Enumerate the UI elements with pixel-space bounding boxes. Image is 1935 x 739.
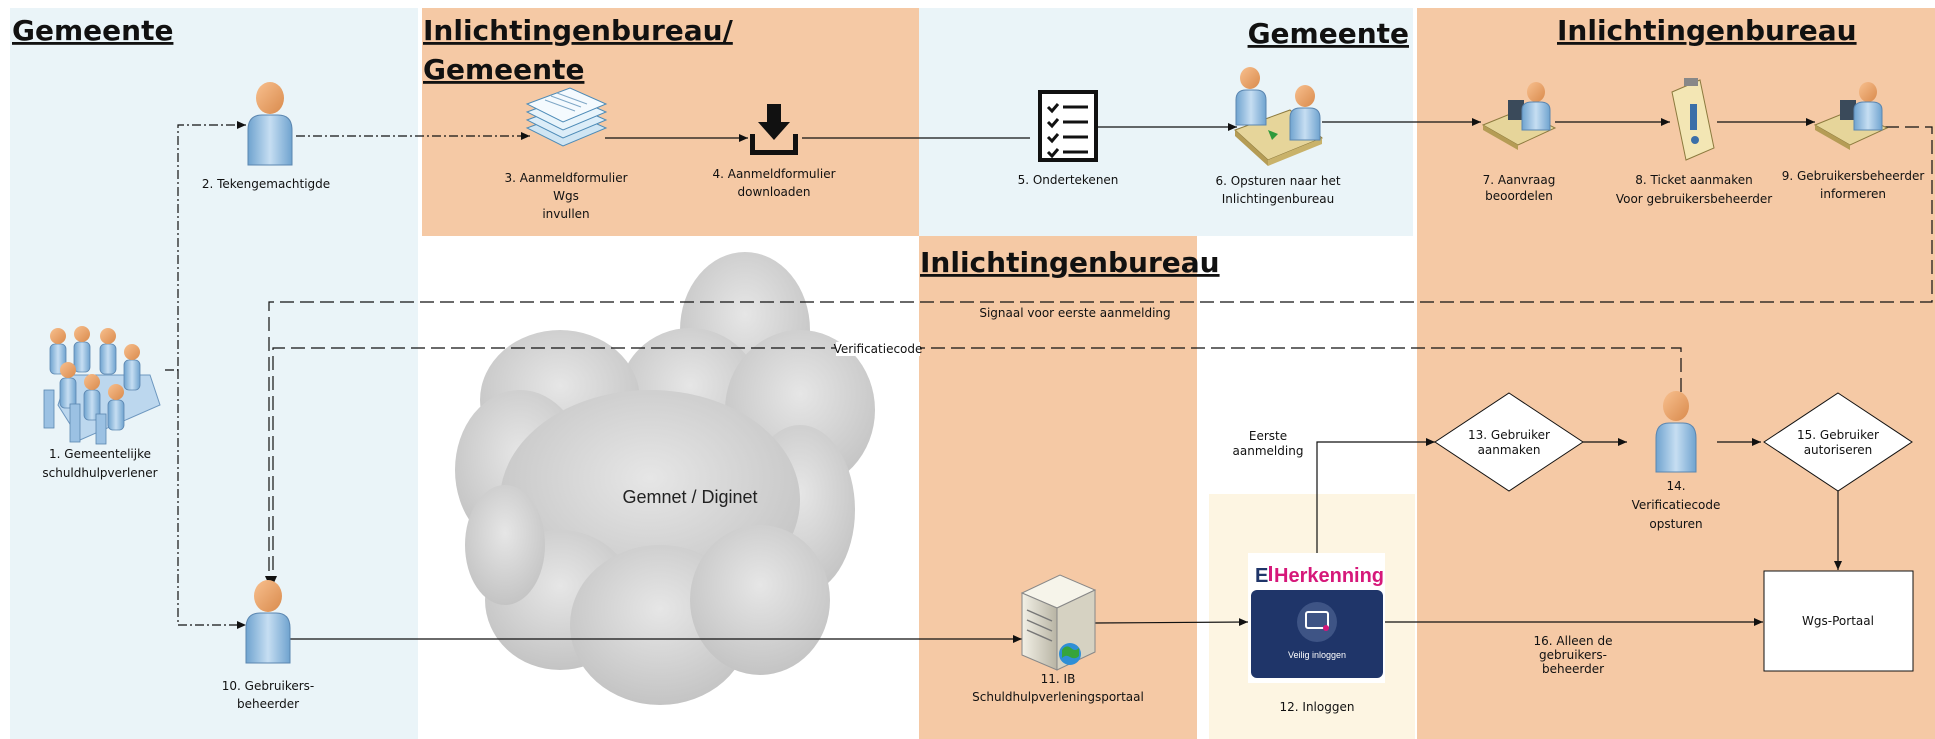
edge-label-signaal: Signaal voor eerste aanmelding [979,306,1170,320]
step-14-label-b: Verificatiecode [1632,498,1721,512]
download-icon [750,104,798,155]
region-title-ib-gemeente-1: Inlichtingenbureau/ [423,14,734,47]
step-9-label-b: informeren [1820,187,1886,201]
desk-meeting-icon [1234,67,1323,166]
step-8-label-a: 8. Ticket aanmaken [1635,173,1752,187]
step-9-label-a: 9. Gebruikersbeheerder [1782,169,1925,183]
step-14-label-a: 14. [1666,479,1685,493]
step-11-label-b: Schuldhulpverleningsportaal [972,690,1144,704]
edge-12-13 [1316,438,1435,553]
eherkenning-card[interactable]: E Herkenning Veilig inloggen [1248,553,1385,683]
step-10-label-a: 10. Gebruikers- [222,679,315,693]
eherkenning-logo-e: E [1255,565,1268,587]
region-title-gemeente-left: Gemeente [12,14,173,47]
region-title-ib-lower: Inlichtingenbureau [920,246,1220,279]
server-icon [1020,574,1097,671]
step-3-label-c: invullen [542,207,589,221]
step-2-label: 2. Tekengemachtigde [202,177,330,191]
network-cloud [455,252,875,705]
connectors [165,118,1933,643]
wgs-portaal-box [1763,570,1914,672]
region-ib-gemeente [422,8,919,236]
step-1-label-b: schuldhulpverlener [42,466,157,480]
decision-gebruiker-aanmaken [1434,392,1584,492]
step-6-label-a: 6. Opsturen naar het [1215,174,1340,188]
step-13-label-a: 13. Gebruiker [1468,428,1550,442]
step-4-label-a: 4. Aanmeldformulier [712,167,835,181]
edge-label-eerste-aanmelding-2: aanmelding [1233,444,1304,458]
step-labels: 1. Gemeentelijke schuldhulpverlener 2. T… [42,167,1924,714]
step-6-label-b: Inlichtingenbureau [1222,192,1335,206]
step-16-label-b: gebruikers- [1539,648,1607,662]
edge-9-10-signaal [265,126,1933,585]
step-14-label-c: opsturen [1649,517,1702,531]
step-16-label-c: beheerder [1542,662,1604,676]
edge-label-verificatiecode: Verificatiecode [834,342,923,356]
document-stack-icon [525,87,608,147]
region-title-gemeente-mid: Gemeente [1248,17,1409,50]
region-gemeente-left [10,8,418,739]
edge-1-10 [177,370,246,629]
wgs-portaal-label: Wgs-Portaal [1802,614,1874,628]
step-16-label-a: 16. Alleen de [1534,634,1613,648]
step-3-label-a: 3. Aanmeldformulier [504,171,627,185]
step-15-label-a: 15. Gebruiker [1797,428,1879,442]
person-icon-gebruikersbeheerder [245,580,291,664]
region-title-ib-gemeente-2: Gemeente [423,53,584,86]
edge-14-10-verificatiecode [269,347,1682,585]
workstation-icon-9 [1813,82,1889,150]
step-11-label-a: 11. IB [1041,672,1076,686]
person-icon-tekengemachtigde [247,82,293,166]
step-15-label-b: autoriseren [1804,443,1873,457]
ticket-clipboard-icon [1671,78,1715,161]
step-3-label-b: Wgs [553,189,579,203]
eherkenning-logo-text: Herkenning [1274,565,1384,587]
eherkenning-button-text: Veilig inloggen [1288,650,1346,660]
step-10-label-b: beheerder [237,697,299,711]
meeting-group-icon [43,326,161,445]
step-8-label-b: Voor gebruikersbeheerder [1616,192,1772,206]
step-7-label-b: beoordelen [1485,189,1553,203]
checklist-icon [1038,90,1098,162]
workstation-icon [1481,82,1557,150]
edge-label-eerste-aanmelding-1: Eerste [1249,429,1287,443]
step-5-label: 5. Ondertekenen [1018,173,1119,187]
step-13-label-b: aanmaken [1478,443,1541,457]
step-7-label-a: 7. Aanvraag [1483,173,1556,187]
step-1-label-a: 1. Gemeentelijke [49,447,151,461]
edge-11-12 [1094,618,1249,627]
monitor-icon [1305,611,1329,629]
edge-1-2 [165,121,246,371]
step-4-label-b: downloaden [737,185,810,199]
step-12-label: 12. Inloggen [1280,700,1355,714]
cloud-label: Gemnet / Diginet [622,487,757,507]
region-title-ib-right: Inlichtingenbureau [1557,14,1857,47]
decision-gebruiker-autoriseren [1763,392,1913,492]
person-icon-verificatiecode [1655,391,1697,473]
